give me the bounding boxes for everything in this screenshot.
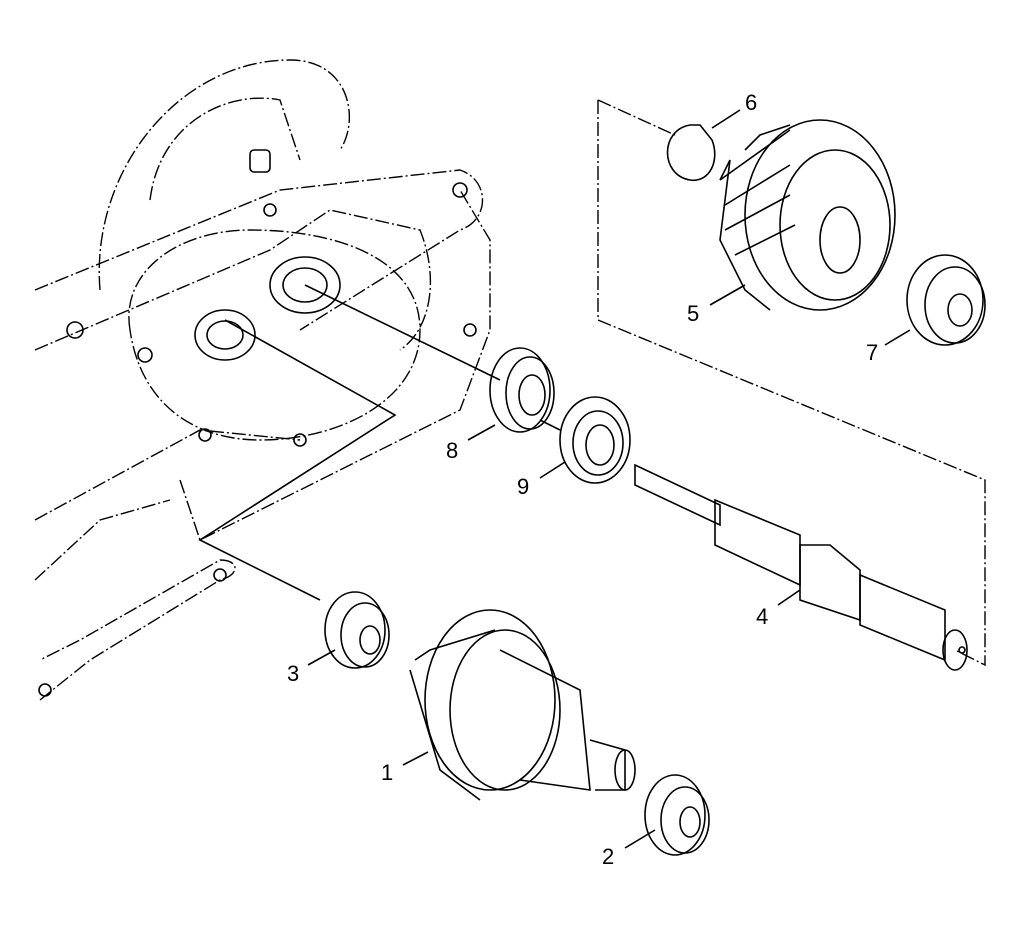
bearing-part-3 (324, 591, 390, 669)
callout-3: 3 (287, 661, 300, 686)
gear-part-1 (409, 609, 636, 801)
bearing-part-7 (906, 254, 986, 346)
shaft-part-4 (634, 463, 968, 671)
callout-1: 1 (381, 760, 394, 785)
circlip-part-6 (666, 124, 716, 181)
callout-7: 7 (866, 340, 879, 365)
bearing-part-8 (489, 347, 555, 433)
callout-4: 4 (756, 604, 769, 629)
alignment-lines (198, 99, 986, 667)
callout-2: 2 (602, 844, 615, 869)
seal-part-9 (559, 396, 631, 484)
callout-9: 9 (517, 474, 530, 499)
crankcase-housing (34, 59, 491, 701)
bearing-part-2 (644, 774, 710, 856)
callout-8: 8 (446, 438, 459, 463)
callout-leaders (307, 109, 911, 849)
callout-6: 6 (745, 90, 758, 115)
gear-part-5 (719, 119, 896, 311)
callout-5: 5 (687, 301, 700, 326)
